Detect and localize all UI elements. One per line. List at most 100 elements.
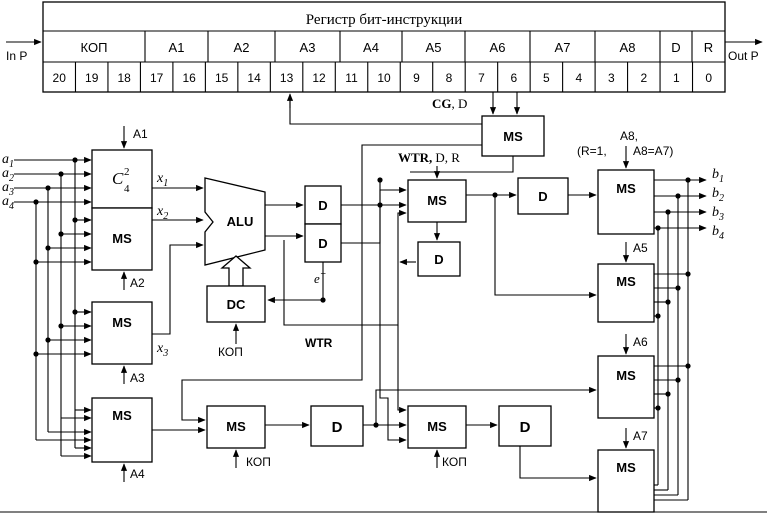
register-bit-11: 11: [345, 71, 358, 85]
a1-control-label: A1: [133, 127, 148, 141]
in-p-label: In P: [6, 49, 27, 63]
svg-text:D: D: [332, 419, 343, 436]
svg-text:D: D: [318, 198, 327, 213]
register-field-a2: A2: [234, 40, 250, 55]
register-title: Регистр бит-инструкции: [306, 12, 462, 28]
ms-block-1: MS: [91, 207, 153, 271]
register-field-a4: A4: [363, 40, 379, 55]
svg-text:ALU: ALU: [227, 214, 254, 229]
svg-text:D: D: [434, 252, 443, 267]
register-bit-15: 15: [215, 71, 229, 85]
ms-block-2: MS: [91, 301, 153, 365]
register-bit-3: 3: [608, 71, 615, 85]
svg-text:D: D: [318, 236, 327, 251]
svg-text:MS: MS: [112, 408, 132, 423]
input-a3-label: a3: [2, 180, 14, 198]
ms-block-a7: MS: [597, 449, 655, 513]
register-bit-0: 0: [705, 71, 712, 85]
cg-label: CG, D: [432, 96, 467, 111]
svg-text:DC: DC: [227, 297, 246, 312]
ms-block-a8: MS: [597, 169, 655, 235]
register-field-a1: A1: [169, 40, 185, 55]
register-frame: [42, 1, 726, 93]
wtr-label-lower: WTR: [305, 336, 333, 350]
register-field-d: D: [671, 40, 680, 55]
out-p-label: Out P: [728, 49, 759, 63]
svg-text:D: D: [520, 419, 531, 436]
output-b2-label: b2: [712, 186, 724, 204]
input-a2-label: a2: [2, 166, 14, 184]
register-bit-12: 12: [312, 71, 326, 85]
kop-dc-label: КОП: [218, 345, 243, 359]
register-field-a3: A3: [300, 40, 316, 55]
ms-block-center: MS: [407, 179, 467, 223]
x1-label: x1: [156, 171, 168, 189]
register-bit-4: 4: [576, 71, 583, 85]
d-block-bottom-2: D: [498, 405, 552, 447]
ms-block-a5: MS: [597, 263, 655, 323]
input-a1-label: a1: [2, 152, 14, 170]
output-b4-label: b4: [712, 224, 724, 242]
a2-control-label: A2: [130, 276, 145, 290]
register-field-a8: A8: [620, 40, 636, 55]
output-bus-wiring: [654, 176, 707, 501]
a7-control-label: A7: [633, 429, 648, 443]
a8-condition-right: A8=A7): [633, 144, 673, 158]
input-labels: a1 a2 a3 a4: [2, 152, 14, 212]
a8-condition-left: (R=1,: [577, 144, 607, 158]
register-field-r: R: [704, 40, 713, 55]
a6-control-label: A6: [633, 335, 648, 349]
register-bit-13: 13: [280, 71, 294, 85]
register-bit-1: 1: [673, 71, 680, 85]
combinator-block: C 2 4: [91, 149, 153, 209]
kop-ms-bottom-1-label: КОП: [246, 455, 271, 469]
svg-text:MS: MS: [616, 181, 636, 196]
x3-label: x3: [156, 341, 168, 359]
register-bit-17: 17: [150, 71, 164, 85]
register-bit-14: 14: [247, 71, 261, 85]
a3-control-label: A3: [130, 371, 145, 385]
a5-control-label: A5: [633, 241, 648, 255]
register-field-a5: A5: [426, 40, 442, 55]
svg-text:MS: MS: [616, 368, 636, 383]
svg-text:MS: MS: [616, 274, 636, 289]
register-bit-7: 7: [478, 71, 485, 85]
register-bit-19: 19: [85, 71, 99, 85]
a8-control-label: A8,: [620, 129, 638, 143]
d-block-bottom-1: D: [310, 405, 364, 447]
d-block-lower: D: [304, 223, 342, 263]
register-bit-18: 18: [118, 71, 132, 85]
x2-label: x2: [156, 204, 168, 222]
d-block-right: D: [517, 177, 569, 215]
ms-block-cg: MS: [481, 115, 545, 157]
svg-text:MS: MS: [226, 419, 246, 434]
svg-text:D: D: [538, 189, 547, 204]
ms-block-a6: MS: [597, 355, 655, 419]
dc-block: DC: [206, 285, 266, 323]
svg-text:MS: MS: [112, 231, 132, 246]
ms-block-bottom-2: MS: [407, 405, 467, 449]
a4-control-label: A4: [130, 467, 145, 481]
svg-text:MS: MS: [427, 419, 447, 434]
svg-text:4: 4: [124, 183, 130, 195]
svg-text:MS: MS: [112, 315, 132, 330]
d-block-feedback: D: [417, 241, 461, 277]
output-b1-label: b1: [712, 167, 724, 185]
e-plus-label: e+: [314, 269, 327, 286]
register-bit-8: 8: [446, 71, 453, 85]
register-field-a7: A7: [555, 40, 571, 55]
alu-block: ALU: [204, 177, 266, 266]
svg-text:MS: MS: [616, 460, 636, 475]
svg-text:MS: MS: [427, 193, 447, 208]
register-bit-2: 2: [640, 71, 647, 85]
ms-block-bottom-1: MS: [206, 405, 266, 449]
register-bit-10: 10: [377, 71, 391, 85]
svg-text:C: C: [112, 169, 124, 188]
register-bit-6: 6: [511, 71, 518, 85]
input-a4-label: a4: [2, 194, 14, 212]
register-bit-5: 5: [543, 71, 550, 85]
svg-text:2: 2: [124, 166, 130, 178]
